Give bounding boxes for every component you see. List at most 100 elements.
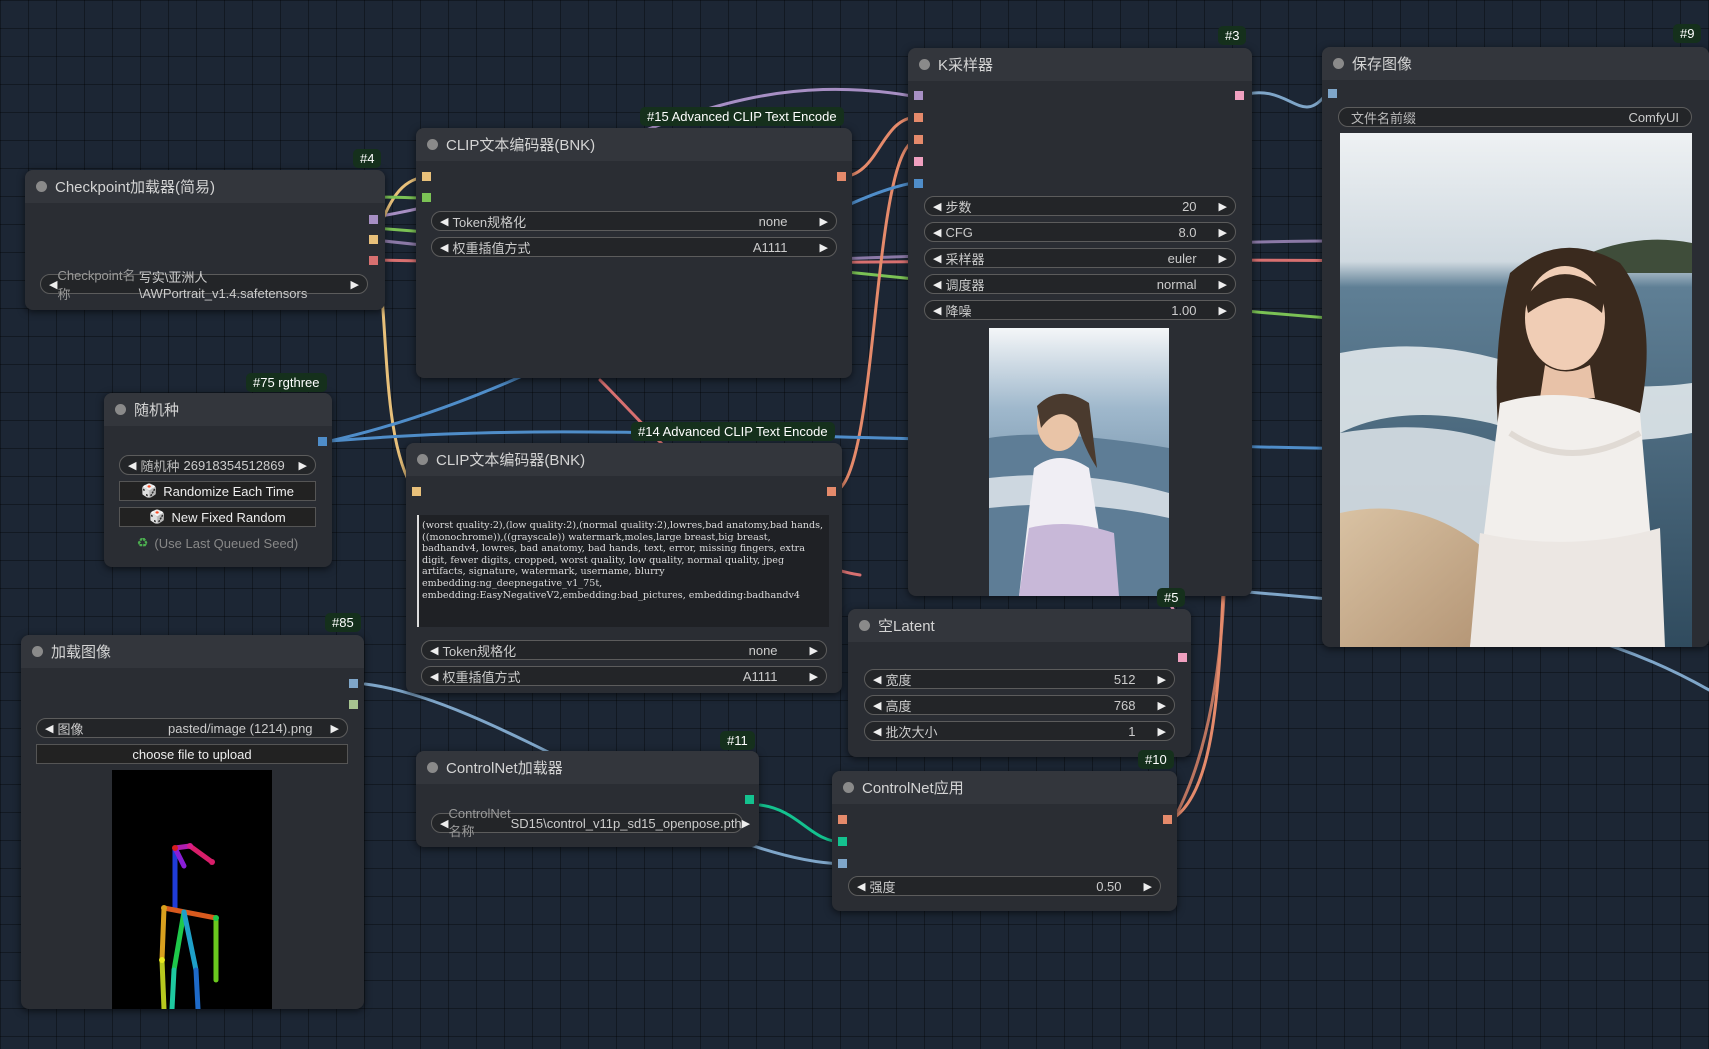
collapse-dot-icon[interactable] <box>919 59 930 70</box>
output-slot-latent[interactable] <box>1235 91 1244 100</box>
output-slot-model[interactable] <box>369 215 378 224</box>
left-arrow-icon[interactable]: ◀ <box>933 278 942 291</box>
left-arrow-icon[interactable]: ◀ <box>873 725 882 738</box>
image-combo[interactable]: ◀图像 pasted/image (1214).png▶ <box>36 718 348 738</box>
node-title-bar[interactable]: 空Latent <box>848 609 1191 642</box>
collapse-dot-icon[interactable] <box>427 139 438 150</box>
output-slot-image[interactable] <box>349 679 358 688</box>
input-slot-positive[interactable] <box>914 113 923 122</box>
left-arrow-icon[interactable]: ◀ <box>933 226 942 239</box>
output-slot-vae[interactable] <box>369 256 378 265</box>
left-arrow-icon[interactable]: ◀ <box>128 459 137 472</box>
node-title-bar[interactable]: K采样器 <box>908 48 1252 81</box>
clip-encoder-14-node[interactable]: CLIP文本编码器(BNK) (worst quality:2),(low qu… <box>406 443 842 693</box>
checkpoint-loader-node[interactable]: Checkpoint加载器(简易) ◀ Checkpoint名称 写实\亚洲人\… <box>25 170 385 310</box>
negative-prompt-textarea[interactable]: (worst quality:2),(low quality:2),(norma… <box>417 515 829 627</box>
collapse-dot-icon[interactable] <box>1333 58 1344 69</box>
collapse-dot-icon[interactable] <box>843 782 854 793</box>
token-normalization-combo[interactable]: ◀Token规格化 none▶ <box>431 211 837 231</box>
node-title-bar[interactable]: 随机种 <box>104 393 332 426</box>
new-fixed-random-button[interactable]: 🎲New Fixed Random <box>119 507 316 527</box>
node-title-bar[interactable]: Checkpoint加载器(简易) <box>25 170 385 203</box>
output-slot-conditioning[interactable] <box>837 172 846 181</box>
left-arrow-icon[interactable]: ◀ <box>440 817 449 830</box>
left-arrow-icon[interactable]: ◀ <box>45 722 54 735</box>
right-arrow-icon[interactable]: ▶ <box>1218 252 1227 265</box>
right-arrow-icon[interactable]: ▶ <box>741 817 751 830</box>
right-arrow-icon[interactable]: ▶ <box>298 459 307 472</box>
denoise-widget[interactable]: ◀降噪 1.00▶ <box>924 300 1236 320</box>
left-arrow-icon[interactable]: ◀ <box>857 880 866 893</box>
height-widget[interactable]: ◀高度 768▶ <box>864 695 1175 715</box>
input-slot-control-net[interactable] <box>838 837 847 846</box>
right-arrow-icon[interactable]: ▶ <box>809 644 818 657</box>
randomize-each-time-button[interactable]: 🎲Randomize Each Time <box>119 481 316 501</box>
ckpt-name-combo[interactable]: ◀ Checkpoint名称 写实\亚洲人\AWPortrait_v1.4.sa… <box>40 268 368 302</box>
left-arrow-icon[interactable]: ◀ <box>933 252 942 265</box>
strength-widget[interactable]: ◀强度 0.50▶ <box>848 876 1161 896</box>
choose-file-upload-button[interactable]: choose file to upload <box>36 744 348 764</box>
steps-widget[interactable]: ◀步数 20▶ <box>924 196 1236 216</box>
right-arrow-icon[interactable]: ▶ <box>819 241 828 254</box>
right-arrow-icon[interactable]: ▶ <box>809 670 818 683</box>
filename-prefix-input[interactable]: 文件名前缀 ComfyUI <box>1338 107 1692 127</box>
token-normalization-combo[interactable]: ◀Token规格化 none▶ <box>421 640 827 660</box>
controlnet-apply-node[interactable]: ControlNet应用 ◀强度 0.50▶ <box>832 771 1177 911</box>
weight-interpretation-combo[interactable]: ◀权重插值方式 A1111▶ <box>431 237 837 257</box>
output-slot-control-net[interactable] <box>745 795 754 804</box>
left-arrow-icon[interactable]: ◀ <box>873 673 882 686</box>
left-arrow-icon[interactable]: ◀ <box>440 241 449 254</box>
width-widget[interactable]: ◀宽度 512▶ <box>864 669 1175 689</box>
input-slot-text[interactable] <box>422 193 431 202</box>
input-slot-latent[interactable] <box>914 157 923 166</box>
node-title-bar[interactable]: 保存图像 <box>1322 47 1709 80</box>
right-arrow-icon[interactable]: ▶ <box>1157 673 1166 686</box>
output-slot-latent[interactable] <box>1178 653 1187 662</box>
right-arrow-icon[interactable]: ▶ <box>1218 226 1227 239</box>
save-image-node[interactable]: 保存图像 文件名前缀 ComfyUI <box>1322 47 1709 647</box>
node-title-bar[interactable]: CLIP文本编码器(BNK) <box>406 443 842 476</box>
input-slot-model[interactable] <box>914 91 923 100</box>
input-slot-conditioning[interactable] <box>838 815 847 824</box>
output-slot-clip[interactable] <box>369 235 378 244</box>
input-slot-clip[interactable] <box>412 487 421 496</box>
input-slot-seed[interactable] <box>914 179 923 188</box>
output-slot-mask[interactable] <box>349 700 358 709</box>
left-arrow-icon[interactable]: ◀ <box>873 699 882 712</box>
left-arrow-icon[interactable]: ◀ <box>440 215 449 228</box>
scheduler-combo[interactable]: ◀调度器 normal▶ <box>924 274 1236 294</box>
right-arrow-icon[interactable]: ▶ <box>1218 200 1227 213</box>
node-title-bar[interactable]: CLIP文本编码器(BNK) <box>416 128 852 161</box>
collapse-dot-icon[interactable] <box>859 620 870 631</box>
right-arrow-icon[interactable]: ▶ <box>350 278 359 291</box>
collapse-dot-icon[interactable] <box>115 404 126 415</box>
right-arrow-icon[interactable]: ▶ <box>819 215 828 228</box>
clip-encoder-15-node[interactable]: CLIP文本编码器(BNK) ◀Token规格化 none▶ ◀权重插值方式 A… <box>416 128 852 378</box>
empty-latent-node[interactable]: 空Latent ◀宽度 512▶ ◀高度 768▶ ◀批次大小 1▶ <box>848 609 1191 757</box>
sampler-combo[interactable]: ◀采样器 euler▶ <box>924 248 1236 268</box>
left-arrow-icon[interactable]: ◀ <box>933 200 942 213</box>
weight-interpretation-combo[interactable]: ◀权重插值方式 A1111▶ <box>421 666 827 686</box>
collapse-dot-icon[interactable] <box>36 181 47 192</box>
collapse-dot-icon[interactable] <box>417 454 428 465</box>
node-title-bar[interactable]: ControlNet应用 <box>832 771 1177 804</box>
collapse-dot-icon[interactable] <box>32 646 43 657</box>
output-slot-conditioning[interactable] <box>1163 815 1172 824</box>
cfg-widget[interactable]: ◀CFG 8.0▶ <box>924 222 1236 242</box>
input-slot-clip[interactable] <box>422 172 431 181</box>
controlnet-loader-node[interactable]: ControlNet加载器 ◀ ControlNet名称 SD15\contro… <box>416 751 759 847</box>
batch-size-widget[interactable]: ◀批次大小 1▶ <box>864 721 1175 741</box>
output-slot-seed[interactable] <box>318 437 327 446</box>
collapse-dot-icon[interactable] <box>427 762 438 773</box>
right-arrow-icon[interactable]: ▶ <box>1157 725 1166 738</box>
right-arrow-icon[interactable]: ▶ <box>1218 278 1227 291</box>
load-image-node[interactable]: 加载图像 ◀图像 pasted/image (1214).png▶ choose… <box>21 635 364 1009</box>
left-arrow-icon[interactable]: ◀ <box>933 304 942 317</box>
right-arrow-icon[interactable]: ▶ <box>1157 699 1166 712</box>
right-arrow-icon[interactable]: ▶ <box>1218 304 1227 317</box>
right-arrow-icon[interactable]: ▶ <box>1143 880 1152 893</box>
use-last-queued-seed-button[interactable]: ♻(Use Last Queued Seed) <box>136 535 299 551</box>
output-slot-conditioning[interactable] <box>827 487 836 496</box>
ksampler-node[interactable]: K采样器 ◀步数 20▶ ◀CFG 8.0▶ ◀采样器 euler▶ ◀调度器 … <box>908 48 1252 596</box>
